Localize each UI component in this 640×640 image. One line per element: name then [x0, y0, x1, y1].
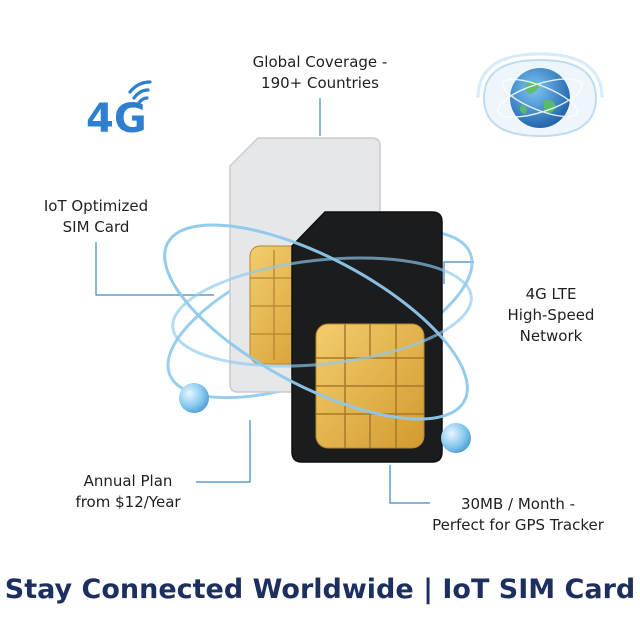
callout-data-allowance: 30MB / Month - Perfect for GPS Tracker	[420, 494, 616, 536]
leader-iot	[95, 242, 214, 296]
callout-leader-lines	[95, 98, 474, 504]
orbit-sphere-left	[179, 383, 209, 413]
badge-4g-text: 4G	[86, 96, 147, 140]
callout-annual-plan-line2: from $12/Year	[75, 493, 181, 511]
callout-4g-lte-line2: High-Speed	[507, 306, 595, 324]
headline: Stay Connected Worldwide | IoT SIM Card	[4, 574, 636, 605]
callout-4g-lte-line1: 4G LTE	[525, 285, 577, 303]
callout-data-allowance-line1: 30MB / Month -	[460, 495, 576, 513]
callout-global-coverage: Global Coverage - 190+ Countries	[228, 52, 412, 94]
orbit-rings-front	[163, 223, 473, 421]
callout-iot-optimized-line2: SIM Card	[62, 218, 130, 236]
callout-data-allowance-line2: Perfect for GPS Tracker	[432, 516, 604, 534]
orbit-sphere-right	[441, 423, 471, 453]
leader-plan	[196, 420, 251, 483]
signal-waves-icon	[128, 80, 152, 106]
callout-annual-plan: Annual Plan from $12/Year	[62, 471, 194, 513]
callout-4g-lte-line3: Network	[519, 327, 583, 345]
callout-global-coverage-line1: Global Coverage -	[252, 53, 388, 71]
leader-data	[389, 465, 430, 504]
callout-iot-optimized-line1: IoT Optimized	[43, 197, 149, 215]
globe-icon	[474, 52, 606, 144]
callout-annual-plan-line1: Annual Plan	[83, 472, 173, 490]
4g-badge: 4G	[84, 74, 164, 142]
callout-global-coverage-line2: 190+ Countries	[261, 74, 379, 92]
callout-iot-optimized: IoT Optimized SIM Card	[26, 196, 166, 238]
callout-4g-lte: 4G LTE High-Speed Network	[484, 284, 618, 347]
leader-network	[443, 261, 474, 284]
